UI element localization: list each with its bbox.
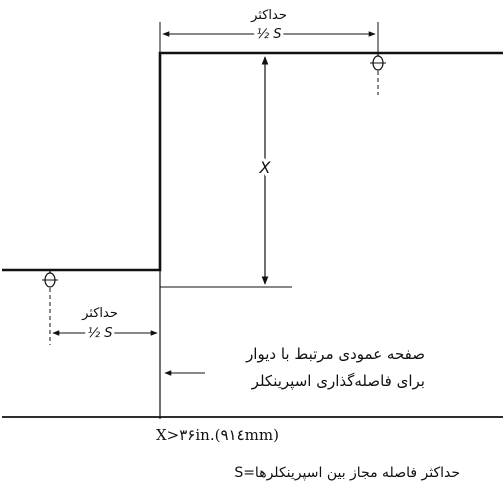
condition-text: X>۳۶in.(۹۱٤mm) bbox=[156, 426, 279, 444]
top-dimension-value: ½ S bbox=[257, 27, 282, 42]
footnote: حداکثر فاصله مجاز بین اسپرینکلرها=S bbox=[234, 465, 460, 481]
top-dimension-label: حداکثر bbox=[250, 8, 287, 23]
step-profile bbox=[2, 51, 503, 272]
annotation-line-1: صفحه عمودی مرتبط با دیوار bbox=[245, 345, 425, 363]
annotation-line-2: برای فاصله‌گذاری اسپرینکلر bbox=[251, 372, 425, 391]
bottom-dimension-value: ½ S bbox=[88, 326, 113, 341]
bottom-dimension-label: حداکثر bbox=[81, 306, 118, 321]
sprinkler-icon bbox=[42, 270, 58, 345]
x-dimension-label: X bbox=[259, 158, 272, 177]
sprinkler-icon bbox=[370, 53, 386, 95]
